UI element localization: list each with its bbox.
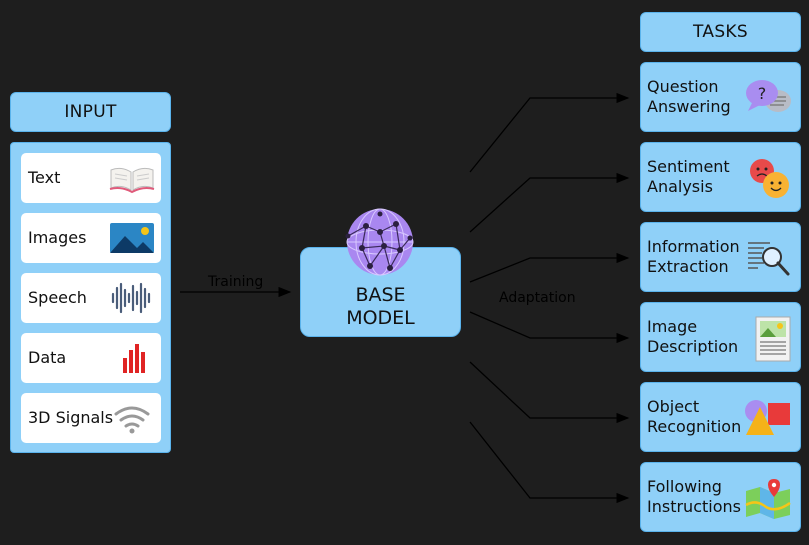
- task-following-instructions: Following Instructions: [640, 462, 801, 532]
- task-label: Object Recognition: [647, 397, 742, 436]
- input-item-3d-signals: 3D Signals: [21, 393, 161, 443]
- tasks-header: TASKS: [640, 12, 801, 52]
- adaptation-arrow-3: [469, 252, 630, 283]
- map-pin-icon: [745, 479, 791, 519]
- emoji-faces-icon: [750, 159, 789, 198]
- task-object-recognition: Object Recognition: [640, 382, 801, 452]
- adaptation-arrow-2: [469, 172, 630, 233]
- input-item-images: Images: [21, 213, 161, 263]
- question-chat-icon: ?: [746, 80, 791, 112]
- adaptation-arrow-4: [469, 311, 630, 344]
- adaptation-arrow-6: [469, 421, 630, 504]
- input-item-speech: Speech: [21, 273, 161, 323]
- shapes-icon: [745, 400, 790, 435]
- input-panel: Text Images Speech: [10, 142, 171, 453]
- input-header: INPUT: [10, 92, 171, 132]
- base-model-label: BASE MODEL: [346, 284, 415, 329]
- input-item-data: Data: [21, 333, 161, 383]
- adaptation-arrow-5: [469, 361, 630, 424]
- task-label: Sentiment Analysis: [647, 157, 730, 196]
- adaptation-arrow-1: [469, 92, 630, 173]
- task-sentiment-analysis: Sentiment Analysis: [640, 142, 801, 212]
- document-magnifier-icon: [748, 242, 790, 276]
- input-item-label: Speech: [28, 288, 87, 307]
- wireless-signal-icon: [114, 406, 150, 434]
- task-label: Question Answering: [647, 77, 731, 116]
- input-item-label: Text: [28, 168, 61, 187]
- input-item-label: Data: [28, 348, 67, 367]
- task-label: Following Instructions: [647, 477, 741, 516]
- base-model-box: BASE MODEL: [300, 247, 461, 337]
- neural-globe-icon: [345, 208, 414, 276]
- task-information-extraction: Information Extraction: [640, 222, 801, 292]
- bar-chart-icon: [123, 344, 145, 373]
- input-item-label: 3D Signals: [28, 408, 114, 427]
- adaptation-label: Adaptation: [499, 290, 576, 306]
- book-icon: [109, 167, 155, 194]
- training-label: Training: [208, 274, 264, 290]
- task-question-answering: Question Answering ?: [640, 62, 801, 132]
- svg-text:?: ?: [758, 84, 767, 103]
- image-document-icon: [755, 316, 791, 362]
- waveform-icon: [111, 282, 151, 314]
- input-item-text: Text: [21, 153, 161, 203]
- task-image-description: Image Description: [640, 302, 801, 372]
- task-label: Information Extraction: [647, 237, 740, 276]
- task-label: Image Description: [647, 317, 739, 356]
- image-icon: [110, 223, 154, 253]
- input-item-label: Images: [28, 228, 87, 247]
